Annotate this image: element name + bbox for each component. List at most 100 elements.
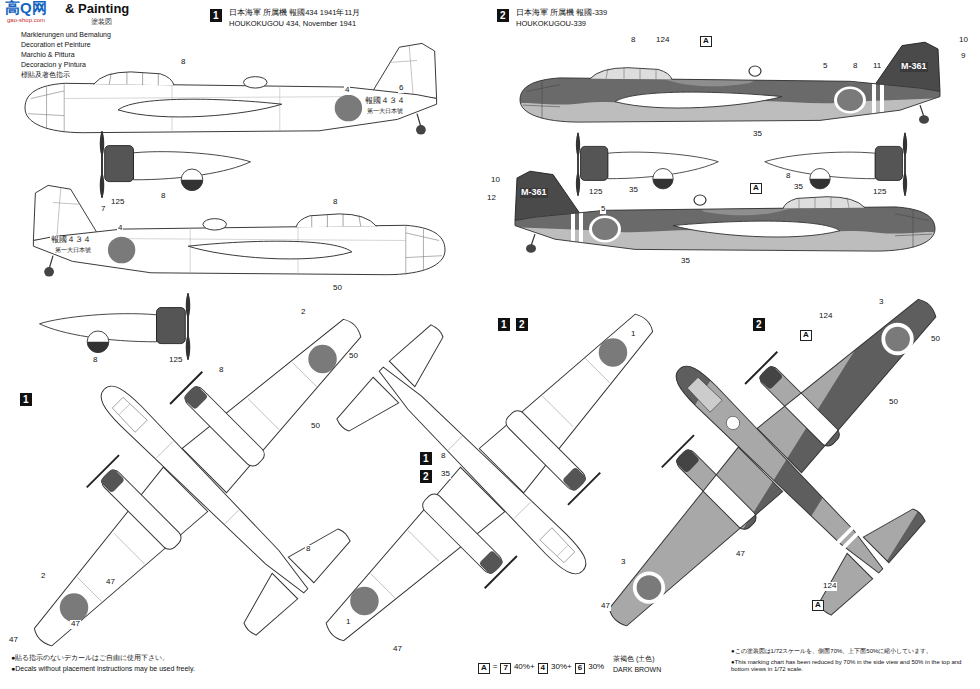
note-text: 40%+	[513, 663, 536, 672]
note-text: HOUKOKUGOU-339	[515, 20, 587, 28]
box-text: 7	[503, 663, 507, 672]
marking-number-box: 2	[497, 9, 509, 22]
callout-number: 4	[117, 224, 123, 233]
color-code-box: A	[478, 663, 490, 674]
callout-number: 3	[878, 298, 884, 307]
box-text: 4	[541, 663, 545, 672]
note-text: 第一大日本號	[366, 108, 404, 115]
note-text: 30%+	[550, 663, 573, 672]
callout-number: 11	[872, 62, 882, 71]
color-code-box: A	[800, 330, 812, 341]
callout-number: 50	[930, 335, 941, 344]
callout-number: 35	[440, 470, 451, 479]
note-text: 第一大日本號	[54, 247, 92, 254]
color-code-box: A	[812, 600, 824, 611]
note-text: ●Decals without placement instructions m…	[10, 665, 196, 673]
callout-number: 3	[620, 558, 626, 567]
marking-number-box: 2	[516, 318, 528, 331]
color-code-box: 6	[575, 663, 585, 674]
callout-number: 35	[752, 130, 763, 139]
color-code-box: A	[700, 36, 712, 47]
callout-number: 125	[872, 188, 887, 197]
callout-number: 8	[92, 356, 98, 365]
box-text: 1	[423, 453, 429, 464]
callout-number: 35	[680, 257, 691, 266]
note-text: Decoration et Peinture	[20, 41, 92, 49]
callout-number: 8	[218, 366, 224, 375]
callout-number: 12	[486, 194, 497, 203]
note-text: HOUKOKUGOU 434, November 1941	[228, 20, 357, 28]
callout-number: 10	[490, 176, 501, 185]
note-text: gao-shop.com	[6, 17, 46, 24]
note-text: Marchio & Pittura	[20, 51, 76, 59]
callout-number: 35	[793, 183, 804, 192]
box-text: 2	[500, 10, 506, 21]
box-text: 1	[23, 394, 29, 405]
box-text: 2	[756, 319, 762, 330]
callout-number: 50	[888, 398, 899, 407]
callout-number: 9	[960, 52, 966, 61]
callout-number: 47	[735, 550, 746, 559]
note-text: 標貼及著色指示	[20, 71, 71, 79]
callout-number: 47	[392, 645, 403, 654]
color-code-box: A	[750, 183, 762, 194]
box-text: A	[703, 36, 709, 45]
marking-number-box: 2	[420, 470, 432, 483]
note-text: Decoracion y Pintura	[20, 61, 87, 69]
callout-number: 1	[630, 330, 636, 339]
callout-number: 50	[310, 422, 321, 431]
callout-number: 5	[822, 62, 828, 71]
callout-number: 8	[160, 192, 166, 201]
box-text: A	[753, 183, 759, 192]
note-text: ●This marking chart has been reduced by …	[730, 659, 977, 672]
callout-number: 10	[958, 36, 969, 45]
callout-number: 35	[628, 186, 639, 195]
note-text: 報國４３４	[364, 97, 406, 106]
callout-number: 4	[344, 86, 350, 95]
callout-number: 124	[818, 312, 833, 321]
note-text: M-361	[900, 62, 928, 72]
callout-number: 2	[300, 308, 306, 317]
note-text: 日本海軍 所属機 報國434 1941年11月	[228, 9, 361, 17]
marking-number-box: 1	[498, 318, 510, 331]
box-text: 2	[519, 319, 525, 330]
note-text: M-361	[520, 188, 548, 198]
callout-number: 2	[40, 572, 46, 581]
callout-number: 124	[655, 36, 670, 45]
note-text: =	[492, 663, 499, 672]
callout-number: 47	[70, 620, 81, 629]
callout-number: 8	[332, 198, 338, 207]
callout-number: 50	[332, 284, 343, 293]
callout-number: 8	[630, 36, 636, 45]
box-text: 1	[213, 10, 219, 21]
callout-number: 7	[100, 205, 106, 214]
callout-number: 8	[852, 62, 858, 71]
box-text: A	[803, 330, 809, 339]
note-text: Markierungen und Bemalung	[20, 31, 112, 39]
color-code-box: 7	[500, 663, 510, 674]
marking-number-box: 1	[20, 393, 32, 406]
callout-number: 47	[600, 602, 611, 611]
callout-number: 47	[105, 578, 116, 587]
callout-number: 8	[305, 545, 311, 554]
callout-number: 124	[822, 582, 837, 591]
color-code-box: 4	[538, 663, 548, 674]
note-text: ●この塗装図は1/72スケールを、側面70%、上下面50%に縮小しています。	[730, 648, 977, 655]
box-text: A	[481, 663, 487, 672]
note-text: 高Q网	[4, 0, 48, 17]
callout-number: 47	[8, 636, 19, 645]
callout-number: 8	[180, 58, 186, 67]
callout-number: 125	[588, 188, 603, 197]
callout-number: 125	[168, 356, 183, 365]
note-text: ●貼る指示のないデカールはご自由に使用下さい。	[10, 654, 170, 662]
callout-number: 8	[440, 452, 446, 461]
box-text: 6	[578, 663, 582, 672]
marking-number-box: 1	[210, 9, 222, 22]
callout-number: 8	[785, 172, 791, 181]
note-text: DARK BROWN	[612, 666, 662, 674]
box-text: 1	[501, 319, 507, 330]
marking-number-box: 2	[753, 318, 765, 331]
box-text: A	[815, 600, 821, 609]
callout-number: 125	[110, 198, 125, 207]
